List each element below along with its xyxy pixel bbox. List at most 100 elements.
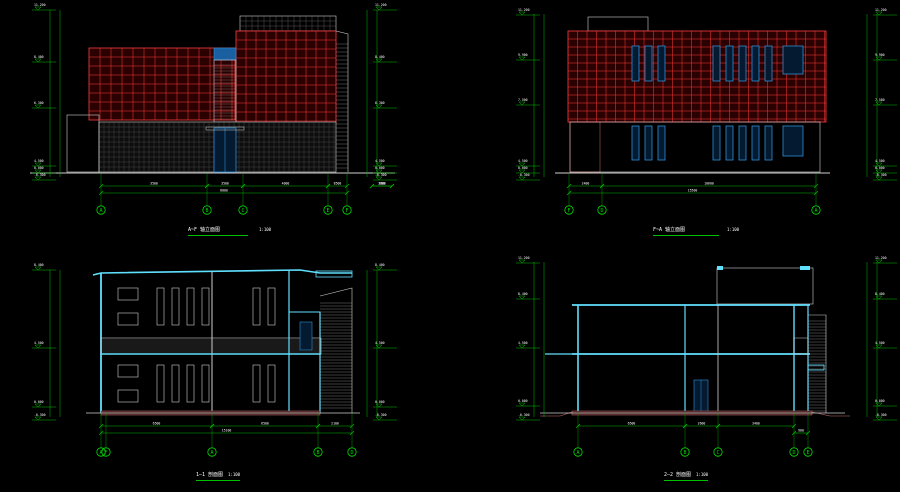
window bbox=[156, 364, 165, 403]
window bbox=[186, 287, 195, 326]
level-value: 4.500 bbox=[34, 159, 44, 163]
window bbox=[267, 364, 276, 403]
window bbox=[644, 45, 653, 82]
level-value: 11.200 bbox=[875, 256, 887, 260]
level-value: 0.000 bbox=[875, 399, 885, 403]
window bbox=[657, 45, 666, 82]
level-value: -0.300 bbox=[875, 173, 887, 177]
window bbox=[201, 287, 210, 326]
dimension-value: 2600 bbox=[698, 422, 706, 426]
window bbox=[751, 45, 760, 82]
level-value: 8.400 bbox=[518, 292, 528, 296]
window bbox=[782, 125, 804, 157]
level-value: 9.900 bbox=[875, 53, 885, 57]
level-value: 0.000 bbox=[34, 166, 44, 170]
level-value: -0.300 bbox=[875, 413, 887, 417]
window bbox=[712, 45, 721, 82]
dimension-value: 3500 bbox=[221, 182, 229, 186]
axis-bubble bbox=[713, 447, 723, 457]
window bbox=[738, 125, 747, 161]
level-value: 0.000 bbox=[518, 166, 528, 170]
level-value: -0.300 bbox=[375, 413, 387, 417]
level-marker-layer: 11.200 11.200 8.400 8.400 6.300 6.300 4.500 4.5… bbox=[32, 3, 897, 421]
axis-bubble bbox=[342, 205, 352, 215]
level-value: 11.200 bbox=[518, 8, 530, 12]
axis-label: C bbox=[241, 208, 244, 214]
window bbox=[631, 125, 640, 161]
axis-bubble bbox=[680, 447, 690, 457]
dimension-value: 10600 bbox=[704, 182, 714, 186]
axis-label: A bbox=[99, 208, 102, 214]
level-value: 4.500 bbox=[34, 341, 44, 345]
axis-bubble bbox=[101, 447, 111, 457]
window bbox=[631, 45, 640, 82]
axis-label: A bbox=[99, 450, 102, 456]
level-value: 8.400 bbox=[375, 55, 385, 59]
axis-bubble bbox=[96, 205, 106, 215]
axis-label: B bbox=[683, 450, 686, 456]
axis-label: A bbox=[210, 450, 213, 456]
window bbox=[764, 125, 773, 161]
window bbox=[751, 125, 760, 161]
level-value: -0.300 bbox=[34, 413, 46, 417]
window bbox=[201, 364, 210, 403]
level-value: 8.400 bbox=[34, 55, 44, 59]
title-section-2-2: 2—2 剖面图 bbox=[664, 472, 692, 478]
level-value: 6.300 bbox=[34, 101, 44, 105]
level-value: 0.000 bbox=[518, 399, 528, 403]
title-section-1-1: 1—1 剖面图 bbox=[196, 472, 224, 478]
dimension-value: 8000 bbox=[220, 189, 228, 193]
dimension-value: 900 bbox=[379, 182, 385, 186]
dimension-value: 6500 bbox=[628, 422, 636, 426]
axis-label: A bbox=[576, 450, 579, 456]
section-2-2 bbox=[540, 266, 850, 417]
elevation-a-f bbox=[30, 15, 395, 174]
window bbox=[252, 287, 261, 326]
dimension-value: 2400 bbox=[582, 182, 590, 186]
window bbox=[117, 364, 139, 378]
window bbox=[644, 125, 653, 161]
dimension-value: 6500 bbox=[153, 422, 161, 426]
scale-section-2-2: 1:100 bbox=[696, 472, 709, 477]
section-1-1 bbox=[86, 269, 360, 416]
title-underline bbox=[653, 235, 719, 236]
axis-label: B bbox=[316, 450, 319, 456]
level-value: -0.300 bbox=[518, 173, 530, 177]
level-value: 11.200 bbox=[375, 3, 387, 7]
level-value: 6.300 bbox=[375, 101, 385, 105]
dimension-value: 3300 bbox=[378, 182, 386, 186]
axis-label: B bbox=[205, 208, 208, 214]
dimension-value: 3400 bbox=[752, 422, 760, 426]
scale-elevation-f-a: 1:100 bbox=[727, 227, 740, 232]
axis-label: F bbox=[345, 208, 348, 214]
level-value: 11.200 bbox=[518, 256, 530, 260]
axis-label: F bbox=[104, 450, 107, 456]
level-value: 8.400 bbox=[34, 263, 44, 267]
axis-bubble bbox=[323, 205, 333, 215]
axis-label: D bbox=[350, 450, 353, 456]
level-value: 4.500 bbox=[875, 341, 885, 345]
axis-bubble bbox=[803, 447, 813, 457]
title-underline bbox=[196, 480, 240, 481]
window bbox=[725, 125, 734, 161]
axis-label: D bbox=[600, 208, 603, 214]
axis-bubble bbox=[347, 447, 357, 457]
axis-bubble bbox=[313, 447, 323, 457]
window bbox=[171, 364, 180, 403]
title-underline bbox=[664, 480, 708, 481]
axis-label: E bbox=[806, 450, 809, 456]
level-value: 4.500 bbox=[518, 341, 528, 345]
scale-section-1-1: 1:100 bbox=[228, 472, 241, 477]
level-value: -0.300 bbox=[34, 173, 46, 177]
axis-label: A bbox=[814, 208, 817, 214]
axis-bubble bbox=[789, 447, 799, 457]
dimension-value: 8500 bbox=[334, 182, 342, 186]
level-value: 8.400 bbox=[375, 263, 385, 267]
window bbox=[267, 287, 276, 326]
dimension-value: 3500 bbox=[150, 182, 158, 186]
axis-bubble bbox=[573, 447, 583, 457]
level-value: 0.000 bbox=[875, 166, 885, 170]
axis-label: F bbox=[567, 208, 570, 214]
level-value: 0.000 bbox=[375, 166, 385, 170]
dimension-value: 4000 bbox=[282, 182, 290, 186]
